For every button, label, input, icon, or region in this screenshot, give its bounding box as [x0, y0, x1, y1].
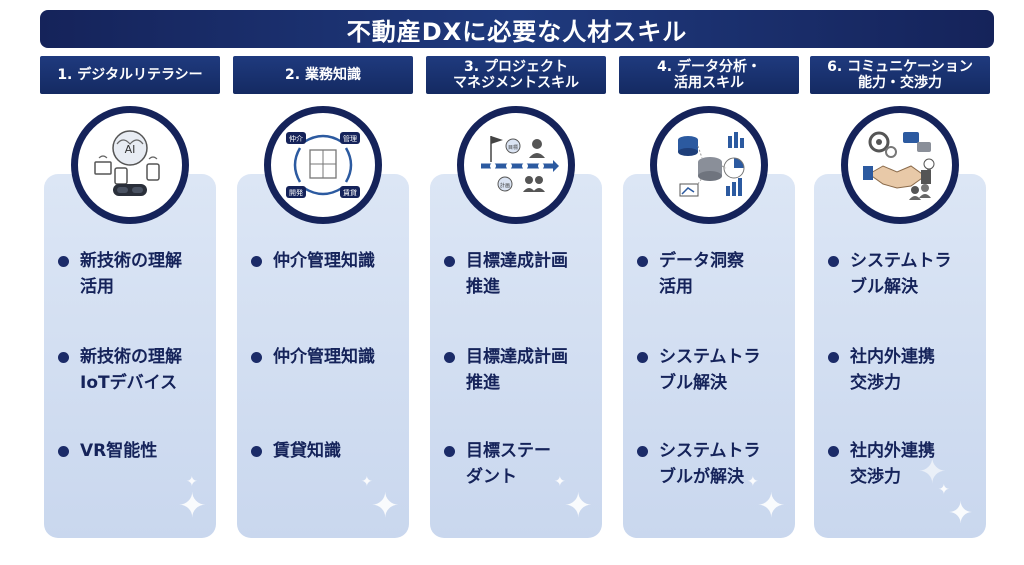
handshake-communication-icon: [841, 106, 959, 224]
sparkle-icon: ✦: [948, 496, 974, 531]
skill-column-project-management: 3. プロジェクト マネジメントスキル 目標 計画 目標達成計画 推進 目標達成…: [426, 56, 606, 538]
sparkle-icon: ✦: [564, 486, 593, 526]
skill-item: 社内外連携 交渉力: [828, 438, 978, 490]
column-header: 4. データ分析・ 活用スキル: [619, 56, 799, 94]
project-timeline-icon: 目標 計画: [457, 106, 575, 224]
skill-item: システムトラ ブルが解決: [637, 438, 787, 490]
data-analysis-icon: [650, 106, 768, 224]
skill-item: システムトラ ブル解決: [637, 344, 787, 396]
skill-item: 社内外連携 交渉力: [828, 344, 978, 396]
skill-item: 賃貸知識: [251, 438, 401, 464]
ai-brain-devices-icon: AI: [71, 106, 189, 224]
skill-item: 目標達成計画 推進: [444, 344, 594, 396]
svg-text:開発: 開発: [289, 188, 303, 197]
skill-card: [430, 174, 602, 538]
sparkle-icon: ✦: [186, 474, 198, 490]
page-title: 不動産DXに必要な人材スキル: [40, 10, 994, 48]
sparkle-icon: ✦: [918, 452, 947, 492]
skill-item: 目標ステー ダント: [444, 438, 594, 490]
svg-text:AI: AI: [125, 143, 136, 156]
svg-text:管理: 管理: [343, 134, 357, 143]
skill-item: 新技術の理解 IoTデバイス: [58, 344, 208, 396]
skill-item: 仲介管理知識: [251, 344, 401, 370]
skill-card: [44, 174, 216, 538]
skill-column-data-analysis: 4. データ分析・ 活用スキル データ洞察 活用 システムトラ ブル解決 システ…: [619, 56, 799, 538]
sparkle-icon: ✦: [178, 486, 207, 526]
skill-item: 新技術の理解 活用: [58, 248, 208, 300]
skill-column-digital-literacy: 1. デジタルリテラシー AI 新技術の理解 活用 新技術の理解 IoTデバイス…: [40, 56, 220, 538]
skill-item: 目標達成計画 推進: [444, 248, 594, 300]
column-header: 1. デジタルリテラシー: [40, 56, 220, 94]
skill-column-communication: 6. コミュニケーション 能力・交渉力 システムトラ ブル解決 社内外連携 交渉…: [810, 56, 990, 538]
skill-item: 仲介管理知識: [251, 248, 401, 274]
skill-column-business-knowledge: 2. 業務知識 仲介 管理 開発 賃貸 仲介管理知識 仲介管理知識 賃貸知識 ✦…: [233, 56, 413, 538]
column-header: 3. プロジェクト マネジメントスキル: [426, 56, 606, 94]
svg-text:賃貸: 賃貸: [343, 188, 357, 197]
business-cycle-icon: 仲介 管理 開発 賃貸: [264, 106, 382, 224]
svg-text:計画: 計画: [500, 182, 510, 189]
sparkle-icon: ✦: [361, 474, 373, 490]
sparkle-icon: ✦: [554, 474, 566, 490]
skill-item: システムトラ ブル解決: [828, 248, 978, 300]
column-header: 6. コミュニケーション 能力・交渉力: [810, 56, 990, 94]
column-header: 2. 業務知識: [233, 56, 413, 94]
sparkle-icon: ✦: [371, 486, 400, 526]
skill-item: VR智能性: [58, 438, 208, 464]
sparkle-icon: ✦: [938, 482, 950, 498]
skill-item: データ洞察 活用: [637, 248, 787, 300]
svg-text:目標: 目標: [508, 144, 518, 151]
sparkle-icon: ✦: [757, 486, 786, 526]
skill-card: [814, 174, 986, 538]
skill-card: [237, 174, 409, 538]
svg-text:仲介: 仲介: [289, 134, 303, 143]
sparkle-icon: ✦: [747, 474, 759, 490]
skill-card: [623, 174, 795, 538]
